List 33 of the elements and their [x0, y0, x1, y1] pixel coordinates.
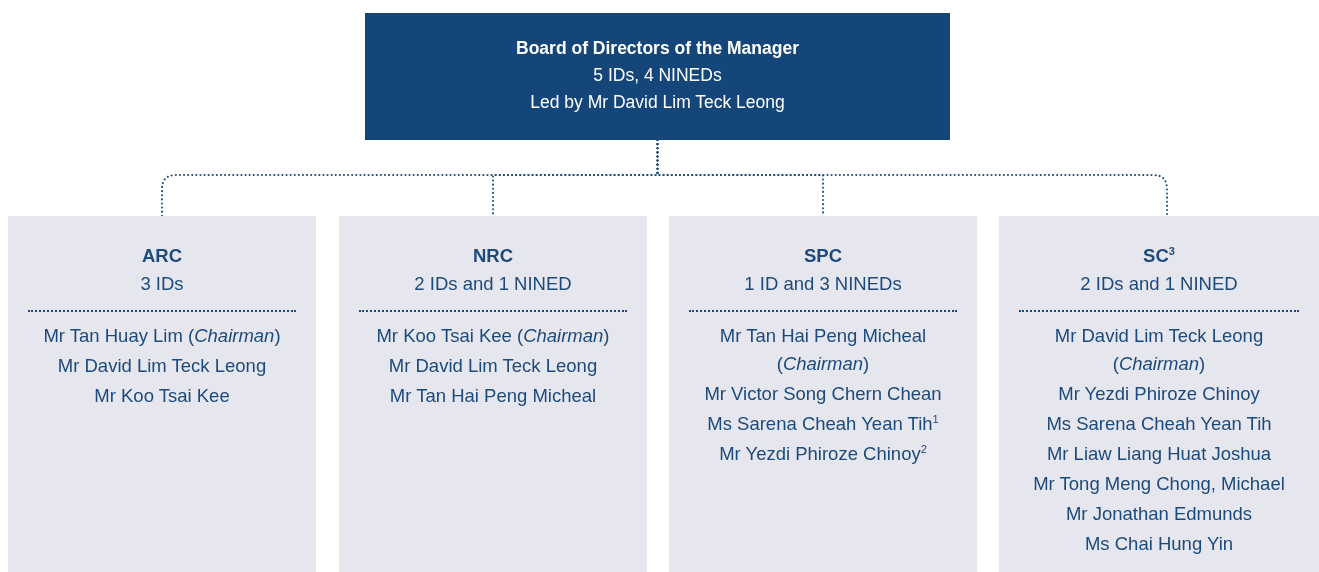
member-name: Ms Sarena Cheah Yean Tih [1046, 412, 1272, 436]
member-name: Mr Tong Meng Chong, Michael [1033, 472, 1285, 496]
heading: Board of Directors of the Manager [516, 37, 799, 60]
board-box [365, 13, 950, 140]
heading: NRC [472, 244, 514, 268]
member-name: Mr Yezdi Phiroze Chinoy$^{2}$ [719, 441, 927, 466]
composition-text: 3 IDs [140, 272, 184, 296]
member-name: Mr David Lim Teck Leong [57, 354, 267, 378]
committee-box [999, 216, 1319, 572]
committee-box [339, 216, 647, 572]
member-name: Mr David Lim Teck Leong (Chairman) [1053, 324, 1265, 376]
member-name: Mr Jonathan Edmunds [1065, 502, 1253, 526]
member-name: Mr Koo Tsai Kee (Chairman) [376, 324, 610, 348]
member-name: Mr Koo Tsai Kee [94, 384, 230, 408]
summary-text: 5 IDs, 4 NINEDs [593, 64, 722, 87]
member-name: Mr David Lim Teck Leong [388, 354, 598, 378]
committee-box [669, 216, 977, 572]
member-name: Ms Chai Hung Yin [1084, 532, 1234, 556]
committee-box [8, 216, 316, 572]
composition-text: 2 IDs and 1 NINED [414, 272, 572, 296]
member-name: Mr Tan Hai Peng Micheal [389, 384, 597, 408]
member-name: Mr Liaw Liang Huat Joshua [1046, 442, 1272, 466]
heading: ARC [141, 244, 183, 268]
heading: SC$^{3}$ [1143, 243, 1175, 268]
member-name: Mr Victor Song Chern Chean [704, 382, 942, 406]
summary-text: Led by Mr David Lim Teck Leong [530, 91, 785, 114]
member-name: Mr Tan Huay Lim (Chairman) [43, 324, 281, 348]
member-name: Mr Yezdi Phiroze Chinoy [1058, 382, 1260, 406]
heading: SPC [803, 244, 842, 268]
member-name: Mr Tan Hai Peng Micheal (Chairman) [718, 324, 928, 376]
composition-text: 2 IDs and 1 NINED [1080, 272, 1238, 296]
composition-text: 1 ID and 3 NINEDs [744, 272, 902, 296]
member-name: Ms Sarena Cheah Yean Tih$^{1}$ [707, 411, 939, 436]
